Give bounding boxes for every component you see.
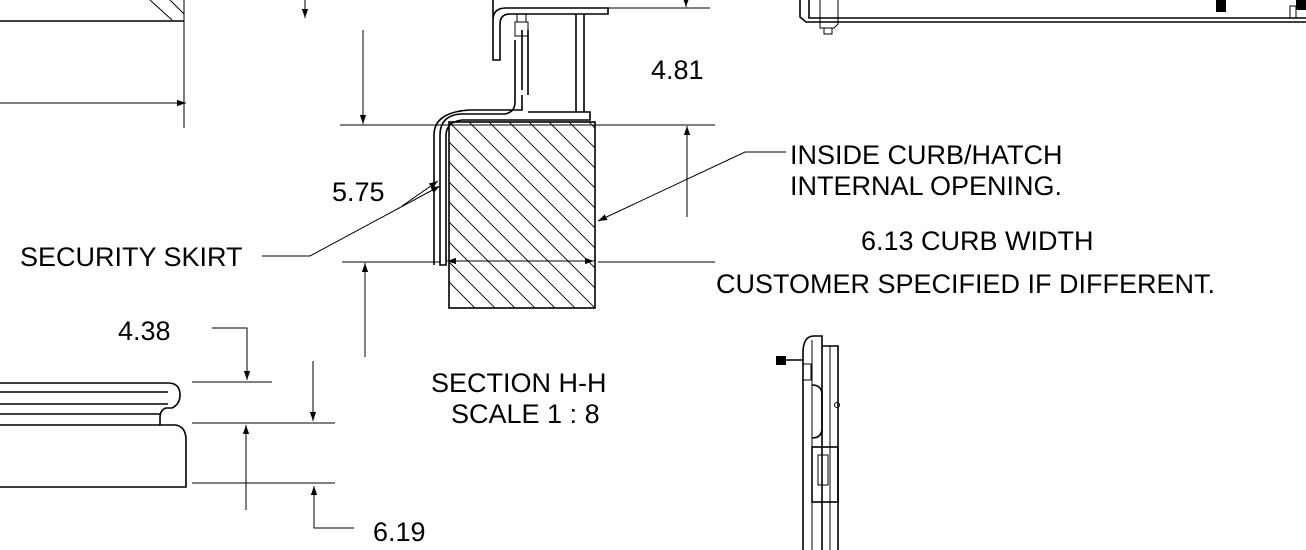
dimension-6-19: 6.19 — [373, 517, 426, 547]
callout-security-skirt: SECURITY SKIRT — [20, 242, 243, 272]
callout-curb-width-line1: 6.13 CURB WIDTH — [861, 226, 1094, 256]
top-left-view — [0, 0, 309, 128]
latch-handle — [811, 446, 839, 503]
insulation-block — [448, 121, 596, 309]
lower-right-view — [776, 335, 840, 550]
callout-leaders — [262, 151, 786, 257]
section-h-h-drawing — [340, 0, 715, 357]
dimension-4-38: 4.38 — [118, 316, 171, 346]
dimension-4-81: 4.81 — [651, 55, 704, 85]
top-right-view — [799, 0, 1306, 35]
section-title: SECTION H-H — [431, 368, 607, 398]
dimension-5-75: 5.75 — [332, 177, 385, 207]
section-scale: SCALE 1 : 8 — [451, 399, 600, 429]
callout-curb-width-line2: CUSTOMER SPECIFIED IF DIFFERENT. — [716, 269, 1215, 299]
callout-inside-curb-line1: INSIDE CURB/HATCH — [790, 140, 1063, 170]
callout-inside-curb-line2: INTERNAL OPENING. — [790, 171, 1062, 201]
lower-left-view — [0, 327, 354, 529]
insulation-hatch — [449, 122, 595, 308]
